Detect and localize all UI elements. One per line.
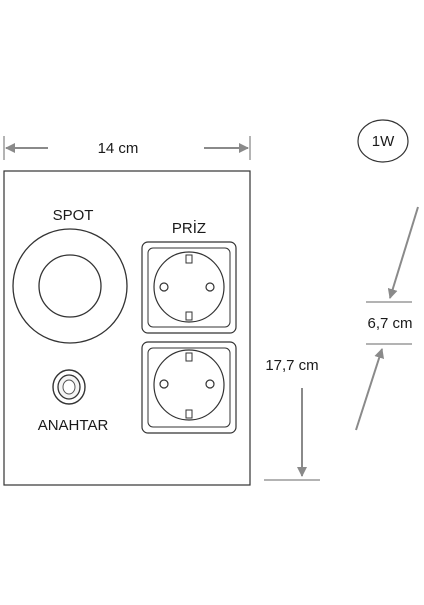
power-badge-label: 1W [372,133,395,150]
anahtar-label: ANAHTAR [38,417,109,434]
height-label: 17,7 cm [265,357,318,374]
spot-light [12,228,128,344]
switch-knob [52,369,86,405]
priz-label: PRİZ [172,219,206,237]
socket-bottom [141,341,237,434]
width-dimension: 14 cm [3,136,251,160]
depth-label: 6,7 cm [367,315,412,332]
spot-label: SPOT [53,207,94,224]
depth-dimension: 6,7 cm [355,206,419,431]
power-badge: 1W [357,119,409,163]
width-label: 14 cm [98,140,139,157]
socket-top [141,241,237,334]
height-dimension: 17,7 cm [264,357,320,481]
